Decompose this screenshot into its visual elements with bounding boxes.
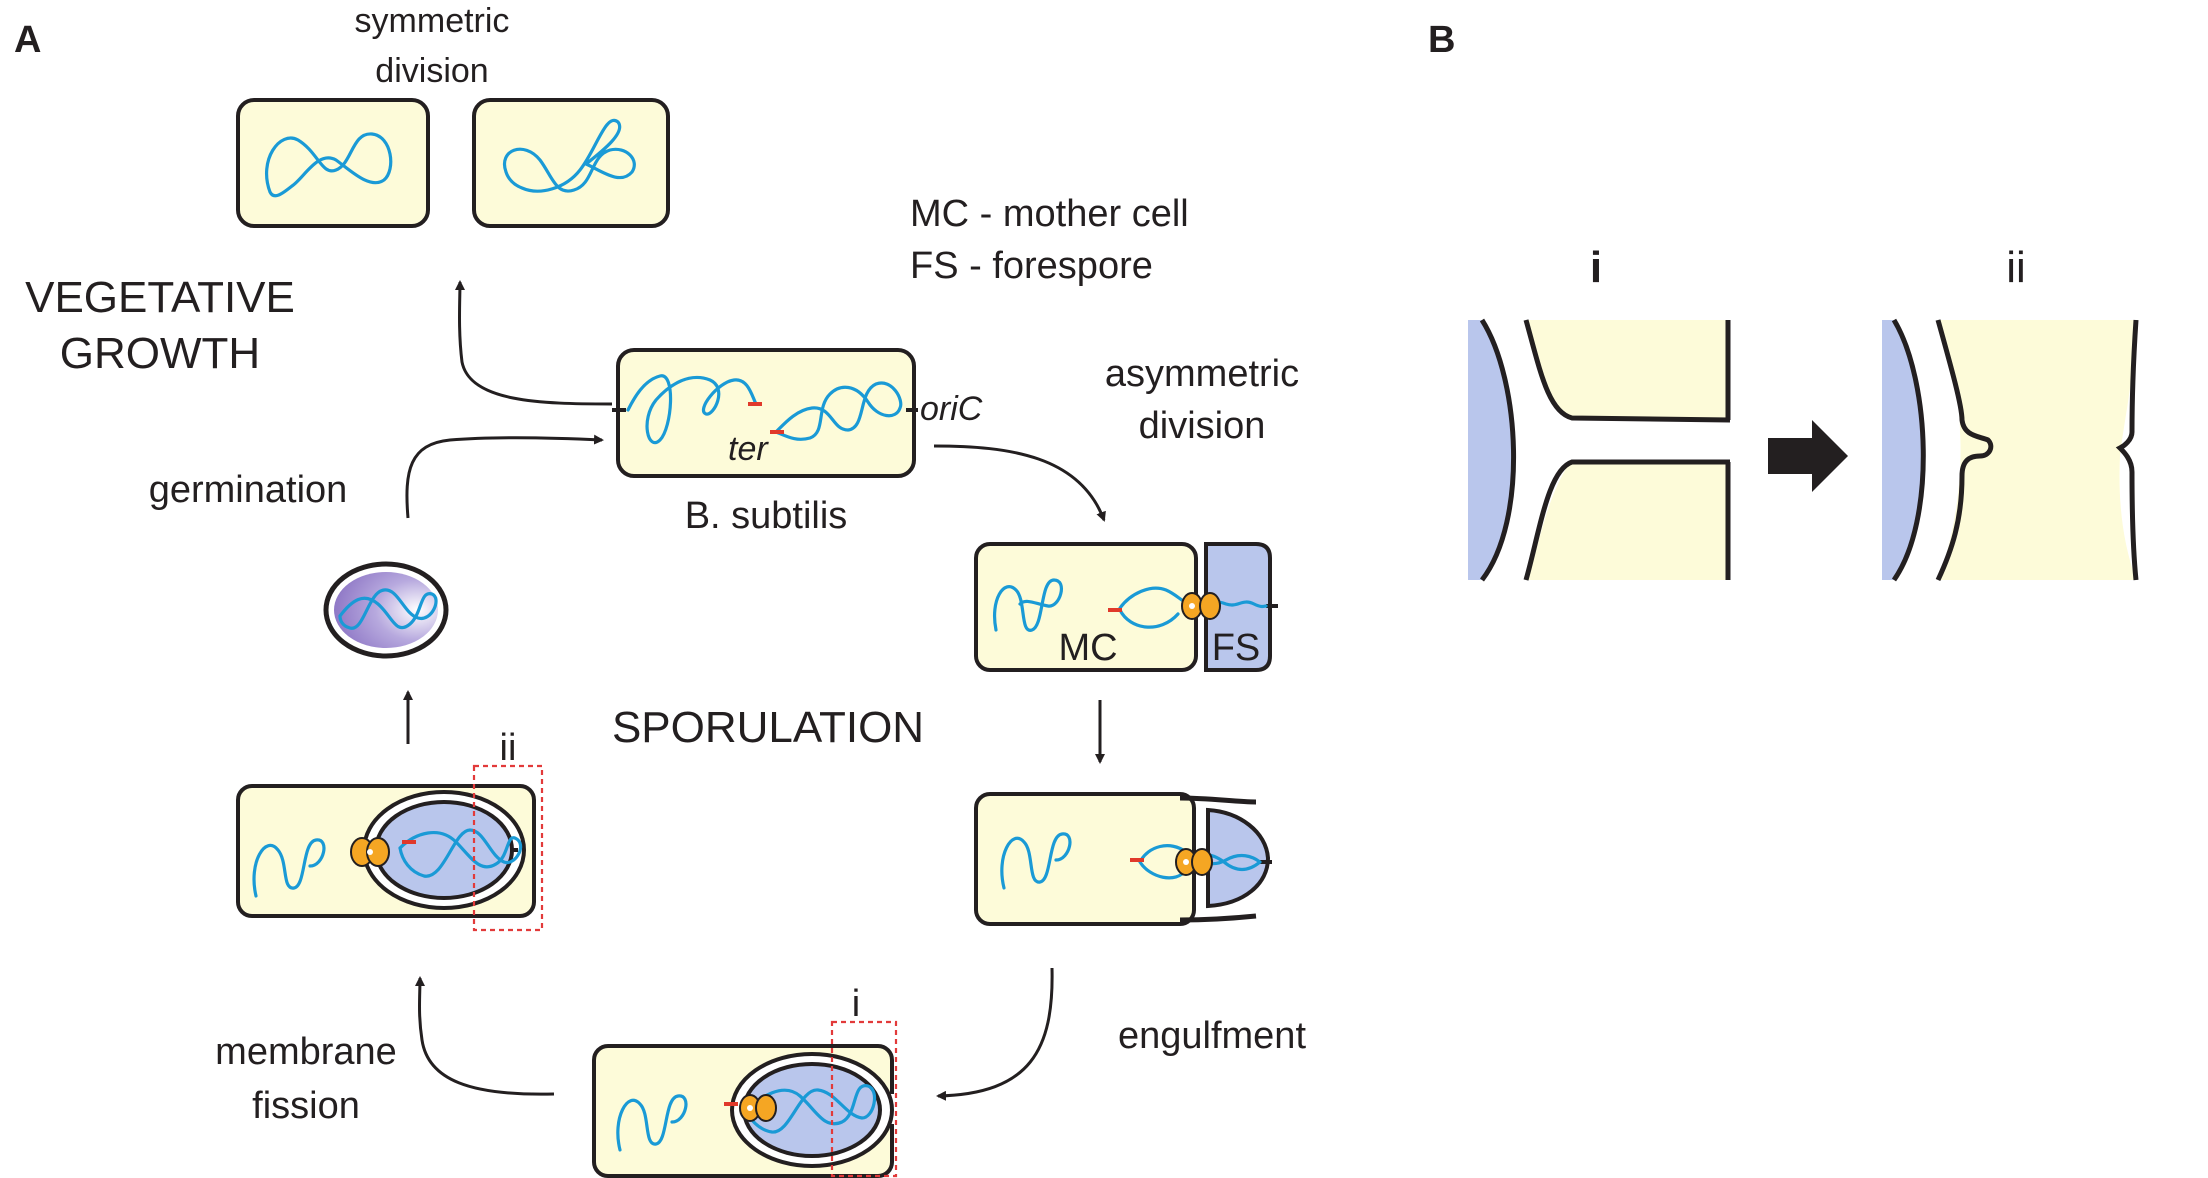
chromosome-right bbox=[774, 381, 903, 441]
protein-dot bbox=[367, 849, 373, 855]
bsubtilis-label: B. subtilis bbox=[685, 495, 848, 537]
chromosome-mc bbox=[1000, 832, 1072, 890]
chromosome bbox=[338, 588, 438, 630]
arrow-membrane-fission bbox=[414, 976, 555, 1096]
protein-dot bbox=[1189, 603, 1195, 609]
protein-complex bbox=[1191, 848, 1213, 876]
division-label: division bbox=[375, 52, 488, 90]
chromosome bbox=[264, 132, 393, 198]
transition-arrow-icon bbox=[1768, 420, 1848, 492]
fission-cell bbox=[236, 784, 536, 918]
asymmetric-cell bbox=[974, 542, 1278, 672]
bsubtilis-cell bbox=[612, 348, 918, 478]
sporulation-label: SPORULATION bbox=[612, 703, 924, 752]
protein-dot bbox=[747, 1105, 753, 1111]
fs-label: FS bbox=[1212, 627, 1261, 669]
cell-wall-pinch bbox=[2115, 319, 2139, 581]
membrane-upper bbox=[1523, 319, 1731, 423]
daughter-cell-left bbox=[236, 98, 430, 228]
ter-label: ter bbox=[728, 430, 769, 468]
forespore-edge bbox=[1468, 320, 1514, 580]
engulfment-cell-late bbox=[592, 1044, 898, 1178]
oric-label: oriC bbox=[920, 390, 983, 428]
highlight-box-ii bbox=[472, 764, 544, 932]
protein-complex bbox=[1199, 592, 1221, 620]
arrow-asymmetric-division bbox=[933, 444, 1106, 522]
panel-b-ii-label: ii bbox=[2006, 243, 2026, 292]
membrane-lower bbox=[1523, 459, 1730, 581]
chromosome-spore bbox=[398, 828, 523, 878]
panel-a-label: A bbox=[14, 19, 41, 61]
growth-label: GROWTH bbox=[60, 329, 260, 378]
arrow-germination bbox=[405, 434, 604, 519]
protein-dot bbox=[1183, 859, 1189, 865]
chromosome-spore bbox=[744, 1084, 877, 1134]
membrane-arm bbox=[1179, 913, 1257, 923]
legend-fs: FS - forespore bbox=[910, 245, 1153, 287]
chromosome bbox=[502, 118, 636, 193]
inner-membrane bbox=[1891, 318, 1926, 582]
chromosome-left bbox=[626, 374, 758, 445]
chromosome-mc bbox=[616, 1094, 688, 1152]
outer-membrane-pinch bbox=[1935, 319, 1994, 582]
arrow-to-symmetric-division bbox=[454, 280, 613, 406]
inner-membrane bbox=[1479, 318, 1517, 582]
box-ii-label: ii bbox=[500, 727, 517, 769]
daughter-cell-right bbox=[472, 98, 670, 228]
panel-b-label: B bbox=[1428, 19, 1455, 61]
arrow-engulfment bbox=[936, 967, 1054, 1101]
box-i-label: i bbox=[852, 983, 860, 1025]
chromosome-mc bbox=[252, 838, 326, 898]
engulfment-label: engulfment bbox=[1118, 1015, 1306, 1057]
panel-b-i-label: i bbox=[1590, 243, 1602, 292]
panel-b-i-closeup bbox=[1468, 318, 1731, 582]
legend-mc: MC - mother cell bbox=[910, 193, 1189, 235]
asym-division-label: division bbox=[1139, 405, 1266, 447]
protein-complex bbox=[755, 1094, 777, 1122]
chromosome-mc bbox=[993, 578, 1064, 632]
asymmetric-label: asymmetric bbox=[1105, 353, 1299, 395]
panel-b-ii-closeup bbox=[1882, 318, 2139, 582]
mc-label: MC bbox=[1058, 627, 1117, 669]
forespore-compartment bbox=[1204, 542, 1272, 672]
symmetric-label: symmetric bbox=[355, 2, 510, 40]
forespore-edge bbox=[1882, 320, 1924, 580]
germination-label: germination bbox=[149, 469, 348, 511]
mature-spore bbox=[323, 561, 449, 659]
engulfment-cell-early bbox=[974, 792, 1272, 926]
vegetative-label: VEGETATIVE bbox=[25, 273, 295, 322]
fission-label: fission bbox=[252, 1085, 360, 1127]
membrane-arm bbox=[1179, 795, 1257, 805]
forespore bbox=[1206, 807, 1271, 909]
membrane-label: membrane bbox=[215, 1031, 397, 1073]
highlight-box-i bbox=[830, 1020, 898, 1178]
chromosome-spore-loop bbox=[1118, 608, 1180, 629]
